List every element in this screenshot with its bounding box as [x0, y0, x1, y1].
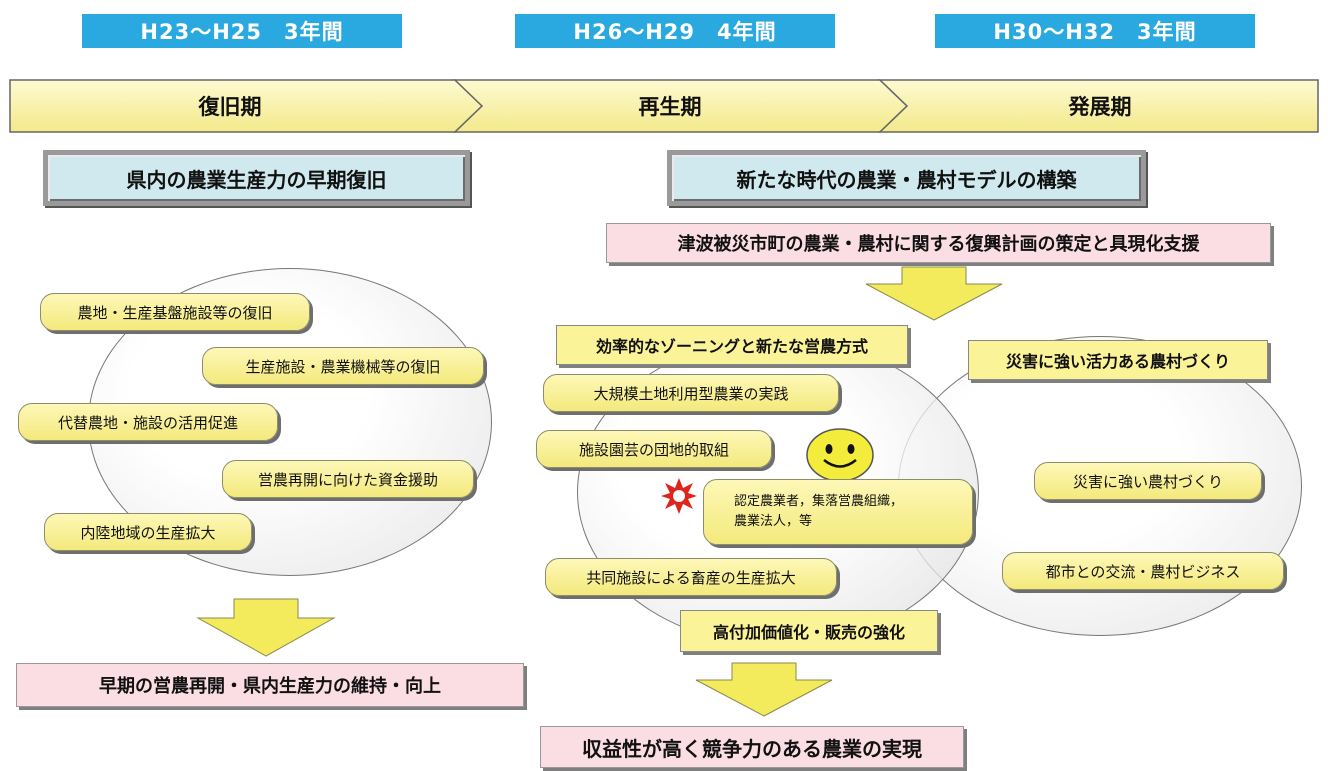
goal-box-right: 新たな時代の農業・農村モデルの構築 [667, 150, 1146, 206]
plan-banner: 津波被災市町の農業・農村に関する復興計画の策定と具現化支援 [606, 223, 1271, 263]
farmer-groups-line1: 認定農業者，集落営農組織， [734, 494, 904, 509]
recovery-item-3: 代替農地・施設の活用促進 [18, 403, 278, 441]
farmer-groups-line2: 農業法人，等 [734, 514, 813, 529]
value-added-box: 高付加価値化・販売の強化 [680, 610, 938, 652]
recovery-item-4: 営農再開に向けた資金援助 [222, 460, 474, 498]
period-header-1: H23〜H25 3年間 [82, 14, 402, 48]
recovery-item-5: 内陸地域の生産拡大 [44, 513, 252, 551]
phase-label-regeneration: 再生期 [638, 95, 702, 119]
down-arrow-left [196, 598, 336, 657]
recovery-item-1: 農地・生産基盤施設等の復旧 [40, 293, 310, 331]
left-outcome-banner: 早期の営農再開・県内生産力の維持・向上 [16, 663, 524, 707]
period-header-2: H26〜H29 4年間 [515, 14, 835, 48]
goal-box-left: 県内の農業生産力の早期復旧 [43, 150, 470, 206]
resilient-title: 災害に強い活力ある農村づくり [968, 340, 1268, 380]
phase-timeline [9, 79, 1319, 133]
resilient-item-1: 災害に強い農村づくり [1034, 462, 1262, 500]
zoning-item-1: 大規模土地利用型農業の実践 [543, 374, 839, 412]
smiley-face-icon [806, 428, 874, 482]
final-outcome-banner: 収益性が高く競争力のある農業の実現 [540, 726, 964, 768]
period-header-3: H30〜H32 3年間 [935, 14, 1255, 48]
phase-chevron-3 [878, 79, 1319, 133]
down-arrow-plan [865, 266, 1003, 321]
down-arrow-center [695, 662, 833, 717]
recovery-item-2: 生産施設・農業機械等の復旧 [202, 347, 484, 385]
phase-label-recovery: 復旧期 [198, 95, 262, 119]
zoning-item-2: 施設園芸の団地的取組 [536, 430, 772, 468]
zoning-item-3: 共同施設による畜産の生産拡大 [545, 558, 837, 596]
phase-label-development: 発展期 [1068, 95, 1132, 119]
red-sun-star-icon [661, 478, 697, 514]
resilient-item-2: 都市との交流・農村ビジネス [1002, 552, 1284, 590]
zoning-title: 効率的なゾーニングと新たな営農方式 [556, 325, 908, 365]
farmer-groups-pill: 認定農業者，集落営農組織， 農業法人，等 [703, 479, 973, 545]
